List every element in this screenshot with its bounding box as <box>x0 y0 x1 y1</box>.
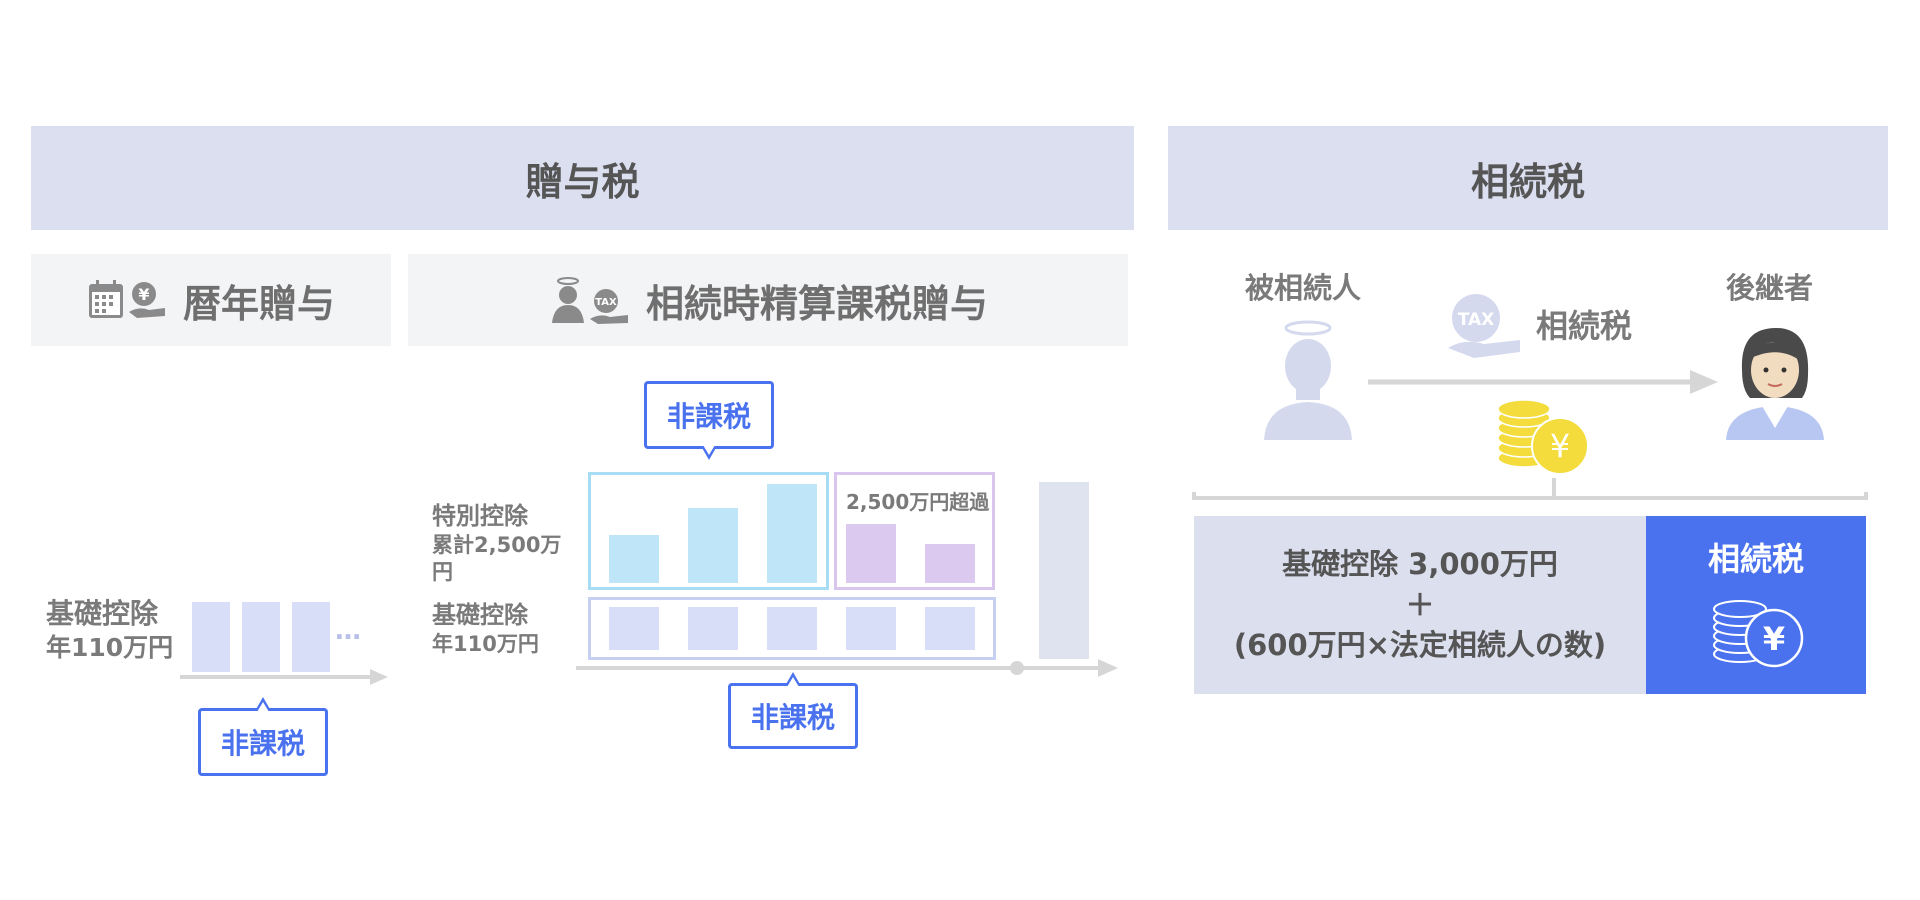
calendar-year-gift-header: ¥ 暦年贈与 <box>31 254 391 346</box>
inheritance-tax-result: 相続税 ¥ <box>1646 516 1866 694</box>
calendar-year-gift-title: 暦年贈与 <box>182 281 335 326</box>
gift-tax-title: 贈与税 <box>525 159 640 204</box>
calendar-timeline-arrow <box>180 669 388 685</box>
settlement-nontax-bottom-label: 非課税 <box>750 701 835 734</box>
calendar-deduction-line2: 年110万円 <box>46 633 174 663</box>
basic-square-3 <box>767 607 817 650</box>
excess-frame <box>834 472 995 590</box>
calendar-bar-3 <box>292 602 330 672</box>
special-deduction-label: 特別控除 累計2,500万円 <box>432 501 582 587</box>
person-tax-hand-icon: TAX <box>551 277 628 324</box>
svg-text:¥: ¥ <box>138 285 149 304</box>
settlement-basic-line1: 基礎控除 <box>432 601 528 629</box>
inheritance-tax-icon-text: TAX <box>1458 310 1495 330</box>
inheritance-bracket <box>1192 478 1868 500</box>
calendar-bar-1 <box>192 602 230 672</box>
formula-line1: 基礎控除 3,000万円 <box>1282 547 1558 582</box>
gift-tax-header: 贈与税 <box>31 126 1134 230</box>
special-line1: 特別控除 <box>432 502 528 530</box>
flow-tax-label: 相続税 <box>1536 307 1633 345</box>
excess-bar-1 <box>846 524 896 583</box>
decedent-label: 被相続人 <box>1245 271 1362 305</box>
calendar-yen-hand-icon: ¥ <box>88 280 165 318</box>
heir-icon <box>1726 328 1824 440</box>
formula-line2: ＋ <box>1405 587 1435 622</box>
calendar-deduction-line1: 基礎控除 <box>46 597 159 630</box>
coins-yen-symbol: ¥ <box>1550 427 1570 465</box>
settlement-nontax-top-bubble: 非課税 <box>644 381 774 449</box>
excess-label: 2,500万円超過 <box>846 490 990 514</box>
settlement-basic-deduction-label: 基礎控除 年110万円 <box>432 600 582 658</box>
calendar-bar-2 <box>242 602 280 672</box>
settlement-bar-3 <box>767 484 817 583</box>
excess-bar-2 <box>925 544 975 583</box>
settlement-gift-header: TAX 相続時精算課税贈与 <box>408 254 1128 346</box>
heir-label: 後継者 <box>1726 271 1814 305</box>
special-line2: 累計2,500万円 <box>432 533 562 585</box>
calendar-basic-deduction-label: 基礎控除 年110万円 <box>46 596 196 665</box>
basic-square-1 <box>609 607 659 650</box>
special-deduction-frame <box>588 472 829 590</box>
inheritance-total-bar <box>1039 482 1089 659</box>
basic-deduction-frame <box>588 597 996 660</box>
settlement-bar-2 <box>688 508 738 583</box>
settlement-bar-1 <box>609 535 659 583</box>
white-coins-yen-icon: ¥ <box>1713 600 1804 668</box>
basic-deduction-formula: 基礎控除 3,000万円 ＋ (600万円×法定相続人の数) <box>1194 516 1646 694</box>
calendar-nontax-bubble: 非課税 <box>198 708 328 776</box>
inheritance-tax-title: 相続税 <box>1470 159 1585 204</box>
basic-square-4 <box>846 607 896 650</box>
coins-yen-icon: ¥ <box>1497 399 1589 474</box>
settlement-nontax-top-label: 非課税 <box>666 400 751 433</box>
settlement-tax-icon-text: TAX <box>595 297 617 308</box>
calendar-ellipsis: … <box>335 616 361 646</box>
settlement-basic-line2: 年110万円 <box>432 632 539 657</box>
basic-square-2 <box>688 607 738 650</box>
tax-hand-icon: TAX <box>1448 294 1520 358</box>
calendar-nontax-label: 非課税 <box>220 727 305 760</box>
inheritance-tax-header: 相続税 <box>1168 126 1888 230</box>
formula-line3: (600万円×法定相続人の数) <box>1233 628 1607 663</box>
basic-square-5 <box>925 607 975 650</box>
result-yen-symbol: ¥ <box>1763 620 1785 658</box>
settlement-nontax-bottom-bubble: 非課税 <box>728 683 858 749</box>
result-label: 相続税 <box>1707 540 1804 578</box>
settlement-timeline-arrow <box>576 659 1118 677</box>
inheritance-flow-arrow <box>1368 370 1718 394</box>
decedent-icon <box>1264 320 1352 440</box>
settlement-gift-title: 相続時精算課税贈与 <box>645 281 988 326</box>
